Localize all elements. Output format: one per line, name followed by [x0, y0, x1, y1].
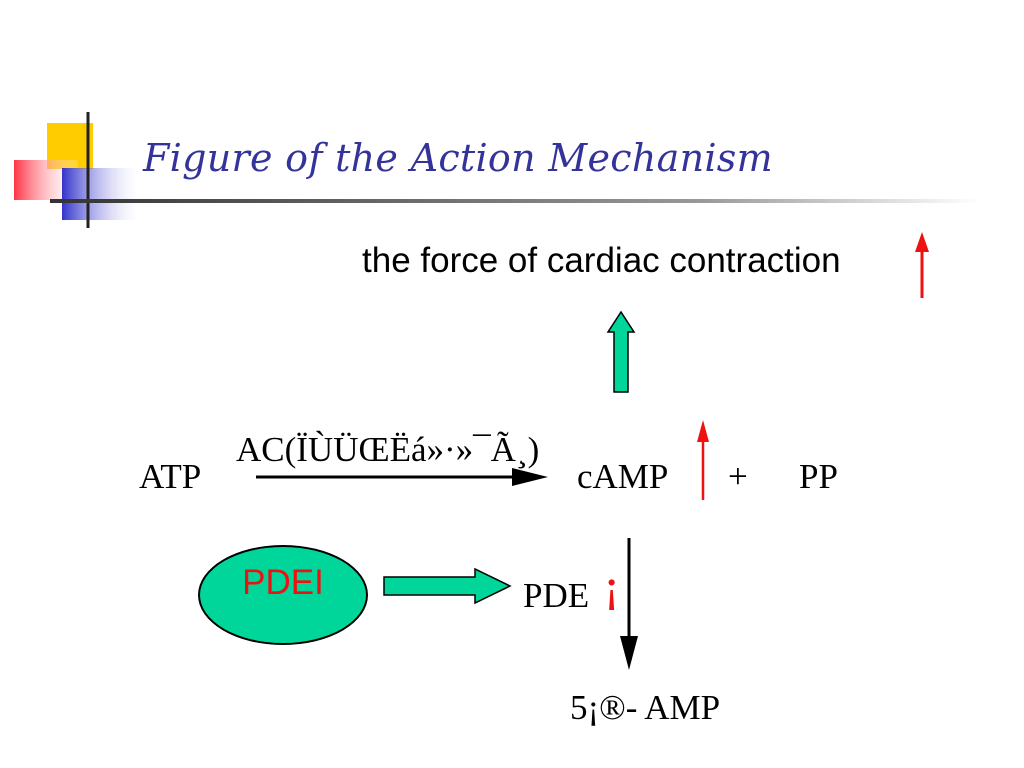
teal-right-arrow — [383, 567, 512, 605]
teal-up-arrow — [606, 310, 636, 393]
increase-arrow-force — [915, 232, 929, 298]
enzyme-label: AC(ÏÙÜŒËá»·»¯Ã¸) — [236, 430, 540, 469]
pde-label: PDE — [523, 576, 590, 615]
amp-label: 5¡®- AMP — [570, 688, 721, 727]
pdei-ellipse — [198, 545, 368, 645]
effect-label: the force of cardiac contraction — [362, 241, 841, 280]
atp-label: ATP — [139, 457, 202, 496]
slide-title: Figure of the Action Mechanism — [143, 136, 773, 180]
increase-arrow-camp — [697, 420, 709, 500]
degradation-arrow — [620, 538, 638, 670]
conversion-arrow — [256, 468, 548, 486]
deco-blue-square — [62, 168, 138, 220]
title-underline — [50, 199, 980, 203]
pp-label: PP — [799, 457, 838, 496]
plus-sign: + — [728, 457, 748, 496]
pde-inhibition-symbol: ¡ — [603, 559, 621, 610]
camp-label: cAMP — [577, 457, 669, 496]
pdei-label: PDEI — [242, 563, 324, 602]
